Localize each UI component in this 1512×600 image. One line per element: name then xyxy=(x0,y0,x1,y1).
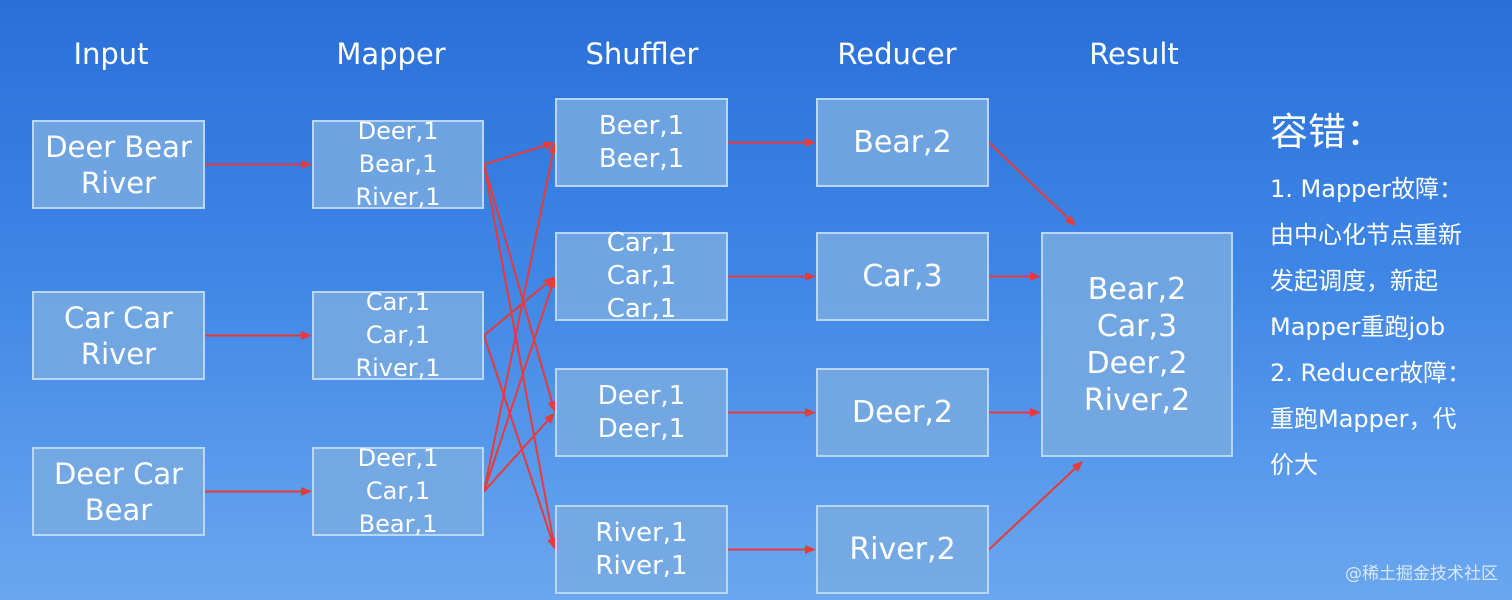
mapper-box-line: Car,1 xyxy=(365,477,431,505)
shuffler-box-line: Car,1 xyxy=(606,228,677,258)
reducer-box-line: Deer,2 xyxy=(852,394,953,430)
shuffler-box-line: Car,1 xyxy=(606,261,677,291)
mapper-box-line: Bear,1 xyxy=(358,510,438,538)
arrow-reducer-to-result xyxy=(988,461,1083,551)
result-box-line: River,2 xyxy=(1083,382,1191,418)
reducer-box-line: Bear,2 xyxy=(853,124,952,160)
shuffler-box-line: Car,1 xyxy=(606,294,677,324)
column-header-shuffler: Shuffler xyxy=(585,37,699,71)
notes-lines: 1. Mapper故障： 由中心化节点重新 发起调度，新起 Mapper重跑jo… xyxy=(1270,166,1505,488)
notes-line: 价大 xyxy=(1270,451,1318,479)
column-header-input: Input xyxy=(73,37,149,71)
input-box-line: River xyxy=(80,165,157,200)
column-header-reducer: Reducer xyxy=(837,37,957,71)
input-box-line: Deer Car xyxy=(53,456,184,491)
mapper-box-line: Deer,1 xyxy=(357,117,439,145)
arrow-mapper-to-shuffler xyxy=(483,412,555,493)
arrow-reducer-to-result xyxy=(989,272,1041,281)
shuffler-box-line: Deer,1 xyxy=(597,413,686,444)
mapper-box-line: Bear,1 xyxy=(358,150,438,178)
watermark: @稀土掘金技术社区 xyxy=(1345,564,1498,584)
column-header-mapper: Mapper xyxy=(336,37,446,71)
reducer-box-line: Car,3 xyxy=(862,258,943,294)
notes-title: 容错： xyxy=(1270,110,1385,154)
shuffler-box-line: Beer,1 xyxy=(598,110,685,141)
arrow-reducer-to-result xyxy=(989,408,1041,417)
result-box-line: Car,3 xyxy=(1096,308,1178,344)
arrow-mapper-to-shuffler xyxy=(483,142,558,492)
reducer-box-3: Deer,2 xyxy=(816,368,989,457)
arrow-shuffler-to-reducer xyxy=(728,408,816,417)
arrow-mapper-to-shuffler xyxy=(483,276,556,492)
input-box-line: River xyxy=(80,336,157,371)
notes-line: 1. Mapper故障： xyxy=(1270,175,1464,203)
arrow-shuffler-to-reducer xyxy=(728,545,816,554)
input-box-line: Bear xyxy=(84,492,153,527)
mapper-box-line: Deer,1 xyxy=(357,444,439,472)
notes-line: 发起调度，新起 xyxy=(1270,267,1438,295)
mapper-box-line: River,1 xyxy=(355,183,441,211)
result-box-line: Bear,2 xyxy=(1087,271,1187,307)
arrow-mapper-to-shuffler xyxy=(483,164,557,413)
arrow-mapper-to-shuffler xyxy=(483,164,558,550)
notes-line: 2. Reducer故障： xyxy=(1270,359,1472,387)
mapper-box-line: Car,1 xyxy=(365,288,431,316)
notes-line: 由中心化节点重新 xyxy=(1270,221,1462,249)
arrow-reducer-to-result xyxy=(988,141,1076,226)
notes-line: Mapper重跑job xyxy=(1270,313,1446,341)
mapper-box-line: Car,1 xyxy=(365,321,431,349)
result-box-line: Deer,2 xyxy=(1086,345,1188,381)
shuffler-box-line: River,1 xyxy=(595,550,688,581)
reducer-box-1: Bear,2 xyxy=(816,98,989,187)
shuffler-box-line: River,1 xyxy=(595,517,688,548)
arrow-input-to-mapper xyxy=(205,160,312,169)
arrow-mapper-to-shuffler xyxy=(483,335,556,550)
column-header-result: Result xyxy=(1089,37,1179,71)
reducer-box-2: Car,3 xyxy=(816,232,989,321)
arrow-input-to-mapper xyxy=(205,331,312,340)
shuffler-box-line: Deer,1 xyxy=(597,380,686,411)
arrow-shuffler-to-reducer xyxy=(728,138,816,147)
arrow-mapper-to-shuffler xyxy=(483,141,555,166)
reducer-box-4: River,2 xyxy=(816,505,989,594)
arrow-shuffler-to-reducer xyxy=(728,272,816,281)
mapper-box-line: River,1 xyxy=(355,354,441,382)
arrow-mapper-to-shuffler xyxy=(483,276,555,337)
reducer-box-line: River,2 xyxy=(849,531,956,567)
shuffler-box-line: Beer,1 xyxy=(598,143,685,174)
notes-line: 重跑Mapper，代 xyxy=(1270,405,1457,433)
input-box-line: Car Car xyxy=(63,300,174,335)
fault-tolerance-notes: 容错： 1. Mapper故障： 由中心化节点重新 发起调度，新起 Mapper… xyxy=(1270,108,1505,488)
arrow-input-to-mapper xyxy=(205,487,312,496)
input-box-line: Deer Bear xyxy=(45,129,192,164)
